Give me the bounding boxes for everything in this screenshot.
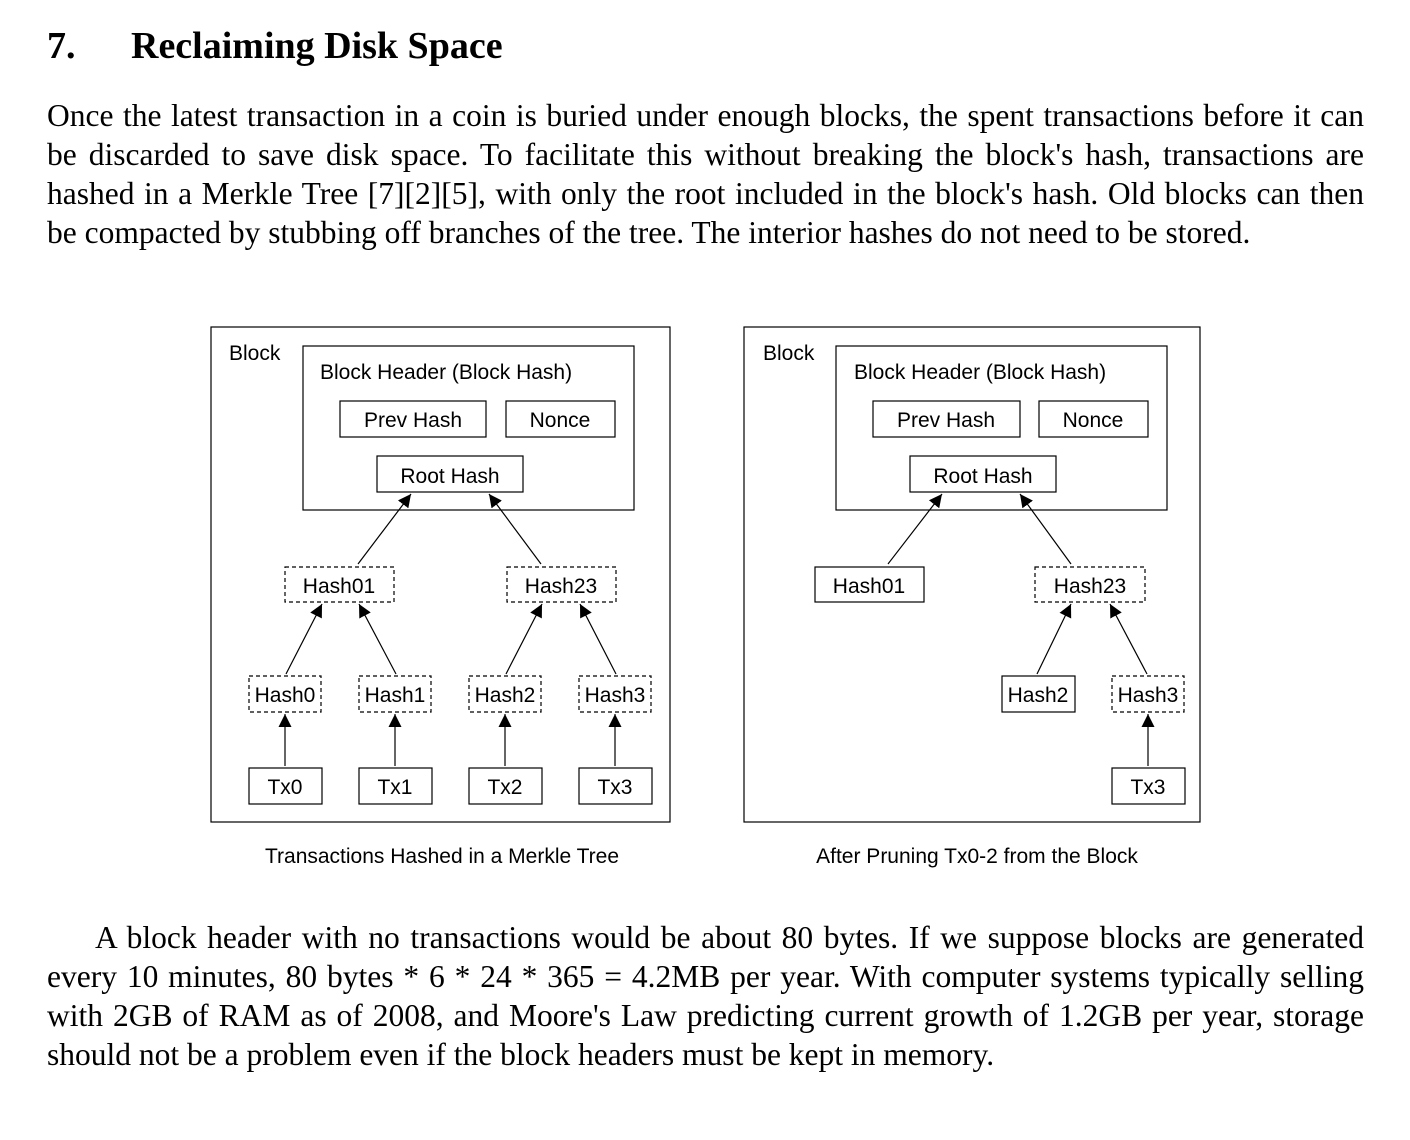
root-hash-label: Root Hash xyxy=(400,465,499,488)
tx1-label: Tx1 xyxy=(377,776,412,799)
tx1-box xyxy=(358,767,433,805)
section-number: 7. xyxy=(47,25,76,67)
arrow-hash2-to-hash23 xyxy=(505,603,543,675)
block-header-label: Block Header (Block Hash) xyxy=(320,361,572,384)
hash3-label: Hash3 xyxy=(1118,684,1179,707)
figure-merkle-tree-labels: Block Block Header (Block Hash) Prev Has… xyxy=(229,342,645,868)
block-header-box xyxy=(835,345,1168,511)
block-label: Block xyxy=(229,342,281,365)
hash23-label: Hash23 xyxy=(525,575,597,598)
nonce-label: Nonce xyxy=(530,409,591,432)
hash3-box xyxy=(1111,675,1185,713)
tx0-label: Tx0 xyxy=(267,776,302,799)
hash01-box xyxy=(284,566,395,603)
tx3-box xyxy=(1111,767,1186,805)
block-label: Block xyxy=(763,342,815,365)
block-frame xyxy=(210,326,671,823)
block-header-box xyxy=(302,345,635,511)
section-title: Reclaiming Disk Space xyxy=(131,25,503,67)
hash1-label: Hash1 xyxy=(365,684,426,707)
tx3-label: Tx3 xyxy=(1130,776,1165,799)
figure-caption: Transactions Hashed in a Merkle Tree xyxy=(265,845,619,868)
hash2-label: Hash2 xyxy=(475,684,536,707)
paragraph-storage-estimate: A block header with no transactions woul… xyxy=(47,920,1364,1072)
arrow-hash23-to-root xyxy=(1019,493,1072,565)
block-header-label: Block Header (Block Hash) xyxy=(854,361,1106,384)
hash2-box xyxy=(1001,675,1076,713)
arrow-hash1-to-hash01 xyxy=(358,603,397,675)
figure-merkle-tree xyxy=(210,326,671,823)
figure-caption: After Pruning Tx0-2 from the Block xyxy=(816,845,1138,868)
nonce-box xyxy=(505,400,616,438)
paragraph-merkle-intro: Once the latest transaction in a coin is… xyxy=(47,98,1364,250)
hash0-box xyxy=(248,675,322,713)
hash1-box xyxy=(358,675,432,713)
arrow-hash3-to-hash23 xyxy=(1109,603,1148,675)
arrow-hash3-to-hash23 xyxy=(579,603,617,675)
tx3-label: Tx3 xyxy=(597,776,632,799)
hash01-box xyxy=(814,566,925,603)
arrow-hash0-to-hash01 xyxy=(285,603,323,675)
hash23-box xyxy=(1034,566,1146,603)
nonce-label: Nonce xyxy=(1063,409,1124,432)
hash2-label: Hash2 xyxy=(1008,684,1069,707)
prev-hash-box xyxy=(872,400,1021,438)
hash23-label: Hash23 xyxy=(1054,575,1126,598)
root-hash-label: Root Hash xyxy=(933,465,1032,488)
figure-pruned-tree xyxy=(743,326,1201,823)
hash0-label: Hash0 xyxy=(255,684,316,707)
block-frame xyxy=(743,326,1201,823)
section-heading: 7. Reclaiming Disk Space xyxy=(47,24,503,68)
hash3-label: Hash3 xyxy=(585,684,646,707)
tx2-label: Tx2 xyxy=(487,776,522,799)
prev-hash-label: Prev Hash xyxy=(364,409,462,432)
hash2-box xyxy=(468,675,542,713)
hash3-box xyxy=(578,675,652,713)
hash01-label: Hash01 xyxy=(303,575,375,598)
nonce-box xyxy=(1038,400,1149,438)
root-hash-box xyxy=(376,455,524,493)
prev-hash-label: Prev Hash xyxy=(897,409,995,432)
arrow-hash23-to-root xyxy=(488,493,542,565)
arrow-hash01-to-root xyxy=(357,493,412,565)
hash23-box xyxy=(506,566,617,603)
figure-pruned-tree-labels: Block Block Header (Block Hash) Prev Has… xyxy=(763,342,1178,868)
prev-hash-box xyxy=(339,400,487,438)
root-hash-box xyxy=(909,455,1057,493)
hash01-label: Hash01 xyxy=(833,575,905,598)
tx3-box xyxy=(578,767,653,805)
arrow-hash2-to-hash23 xyxy=(1036,603,1072,675)
tx2-box xyxy=(468,767,543,805)
arrow-hash01-to-root xyxy=(887,493,943,565)
tx0-box xyxy=(248,767,323,805)
